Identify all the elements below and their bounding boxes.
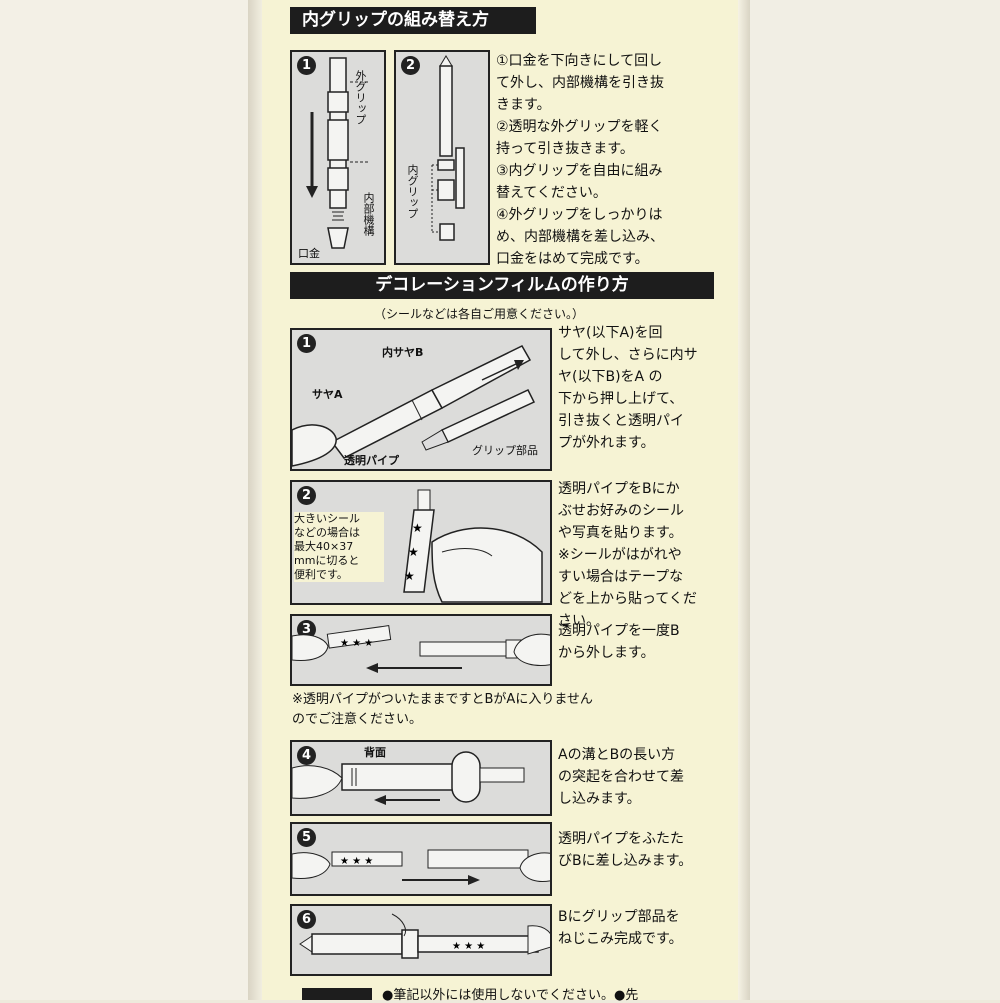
step4-number: 4: [297, 746, 316, 765]
step5-text: 透明パイプをふたた びBに差し込みます。: [558, 828, 738, 872]
step3-text-line: から外します。: [558, 645, 655, 661]
section1-step-line: め、内部機構を差し込み、: [496, 229, 664, 245]
step1-sheath-label: サヤA: [312, 388, 343, 401]
svg-text:★: ★: [404, 569, 415, 583]
step4-panel: 4 背面: [290, 740, 552, 816]
step4-text: Aの溝とBの長い方 の突起を合わせて差 し込みます。: [558, 744, 738, 810]
step4-back-label: 背面: [364, 746, 386, 759]
section1-step-line: て外し、内部機構を引き抜: [496, 75, 664, 91]
section1-steps: ①口金を下向きにして回し て外し、内部機構を引き抜 きます。 ②透明な外グリップ…: [496, 50, 736, 270]
step1-text-line: 引き抜くと透明パイ: [558, 413, 684, 429]
svg-text:★ ★ ★: ★ ★ ★: [340, 638, 373, 649]
step3-text-line: 透明パイプを一度B: [558, 623, 680, 639]
fig2-number: 2: [401, 56, 420, 75]
fig1-outer-grip-label: 外グリップ: [354, 70, 367, 125]
step6-drawing: ★ ★ ★: [299, 913, 550, 959]
step1-pipe-label: 透明パイプ: [344, 454, 399, 467]
step5-text-line: 透明パイプをふたた: [558, 831, 684, 847]
section1-step-line: 口金をはめて完成です。: [496, 251, 649, 267]
fig1-internal-label: 内部機構: [362, 192, 375, 236]
section1-step-line: ②透明な外グリップを軽く: [496, 119, 663, 135]
step1-grip-part-label: グリップ部品: [472, 444, 538, 457]
warning-line: のでご注意ください。: [292, 712, 423, 727]
warning-line: ※透明パイプがついたままですとBがAに入りません: [292, 692, 593, 707]
step2-note-line: 大きいシール: [294, 512, 360, 525]
section1-step-line: 替えてください。: [496, 185, 607, 201]
step2-panel: 2 ★ ★ ★ 大きいシール などの場合は 最大40×37 mmに切ると 便利で…: [290, 480, 552, 605]
step2-text: 透明パイプをBにか ぶせお好みのシール や写真を貼ります。 ※シールがはがれや …: [558, 478, 738, 632]
step1-text-line: 下から押し上げて、: [558, 391, 684, 407]
section1-step-line: 持って引き抜きます。: [496, 141, 634, 157]
step2-note: 大きいシール などの場合は 最大40×37 mmに切ると 便利です。: [294, 512, 384, 582]
fig2-drawing: [431, 55, 465, 241]
section1-step-line: ①口金を下向きにして回し: [496, 53, 663, 69]
step5-panel: 5 ★ ★ ★: [290, 822, 552, 896]
step4-text-line: の突起を合わせて差: [558, 769, 684, 785]
warning-note: ※透明パイプがついたままですとBがAに入りません のでご注意ください。: [292, 690, 736, 730]
bottom-dark-strip: [302, 988, 372, 1000]
step1-inner-sheath-label: 内サヤB: [382, 346, 424, 359]
step6-number: 6: [297, 910, 316, 929]
step2-text-line: ぶせお好みのシール: [558, 503, 684, 519]
footer-text: ●筆記以外には使用しないでください。●先: [382, 988, 639, 1003]
bottom-area: [262, 982, 738, 1000]
section1-step-line: きます。: [496, 97, 551, 113]
step2-text-line: どを上から貼ってくだ: [558, 591, 697, 607]
step5-number: 5: [297, 828, 316, 847]
fig1-drawing: [306, 57, 370, 249]
step2-note-line: 最大40×37: [294, 540, 354, 553]
step2-number: 2: [297, 486, 316, 505]
step4-text-line: し込みます。: [558, 791, 641, 807]
section2-subtitle: （シールなどは各自ご用意ください。）: [374, 307, 585, 321]
svg-text:★: ★: [408, 545, 419, 559]
step4-text-line: Aの溝とBの長い方: [558, 747, 676, 763]
fig1-number: 1: [297, 56, 316, 75]
step1-text-line: サヤ(以下A)を回: [558, 325, 663, 341]
step1-panel: 1 内サヤB サヤA 透明パイプ グリップ部品: [290, 328, 552, 471]
step1-text-line: ヤ(以下B)をA の: [558, 369, 663, 385]
svg-text:★: ★: [412, 521, 423, 535]
step3-text: 透明パイプを一度B から外します。: [558, 620, 738, 664]
step6-panel: 6 ★ ★ ★: [290, 904, 552, 976]
step1-drawing: [292, 345, 536, 467]
step1-text: サヤ(以下A)を回 して外し、さらに内サ ヤ(以下B)をA の 下から押し上げて…: [558, 322, 738, 454]
section1-title: 内グリップの組み替え方: [290, 7, 536, 34]
svg-text:★ ★ ★: ★ ★ ★: [452, 941, 485, 952]
step2-note-line: 便利です。: [294, 568, 348, 581]
step6-text-line: ねじこみ完成です。: [558, 931, 683, 947]
step1-text-line: して外し、さらに内サ: [558, 347, 698, 363]
step2-drawing: ★ ★ ★: [403, 489, 543, 603]
step3-panel: 3 ★ ★ ★: [290, 614, 552, 686]
section1-step-line: ④外グリップをしっかりは: [496, 207, 663, 223]
svg-text:★ ★ ★: ★ ★ ★: [340, 856, 373, 867]
step1-text-line: プが外れます。: [558, 435, 655, 451]
step2-text-line: さい。: [558, 613, 600, 629]
instruction-card: 内グリップの組み替え方 1 外グリップ 内部機構 口金 2: [262, 0, 738, 1000]
step1-number: 1: [297, 334, 316, 353]
fig2-panel: 2 内グリップ: [394, 50, 490, 265]
step2-text-line: 透明パイプをBにか: [558, 481, 680, 497]
step6-text: Bにグリップ部品を ねじこみ完成です。: [558, 906, 738, 950]
fig1-panel: 1 外グリップ 内部機構 口金: [290, 50, 386, 265]
step6-text-line: Bにグリップ部品を: [558, 909, 680, 925]
section1-step-line: ③内グリップを自由に組み: [496, 163, 663, 179]
fig1-tip-label: 口金: [298, 247, 320, 260]
step2-note-line: などの場合は: [294, 526, 360, 539]
step3-drawing: ★ ★ ★: [292, 625, 550, 673]
step2-text-line: ※シールがはがれや: [558, 547, 682, 563]
step4-drawing: [292, 751, 525, 805]
section2-title: デコレーションフィルムの作り方: [290, 272, 714, 299]
step2-note-line: mmに切ると: [294, 554, 360, 567]
step5-text-line: びBに差し込みます。: [558, 853, 693, 869]
step5-drawing: ★ ★ ★: [292, 849, 550, 885]
left-background: [0, 0, 262, 1000]
step2-text-line: や写真を貼ります。: [558, 525, 683, 541]
step2-text-line: すい場合はテープな: [558, 569, 684, 585]
fig2-inner-grip-label: 内グリップ: [406, 164, 419, 219]
right-background: [738, 0, 1000, 1000]
